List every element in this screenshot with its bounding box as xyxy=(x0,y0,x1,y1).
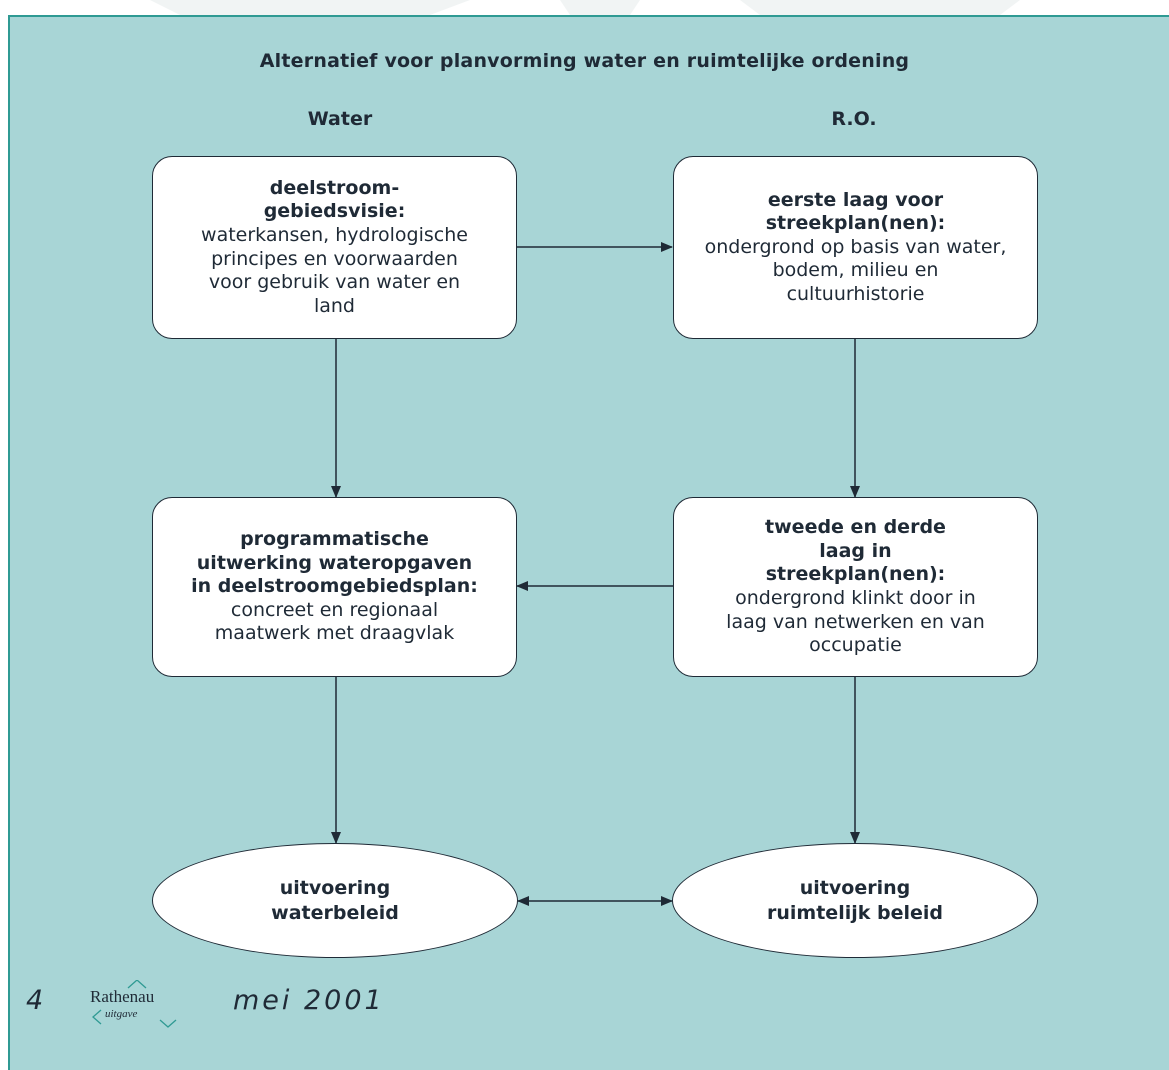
logo-chevrons-icon xyxy=(92,980,177,1028)
column-header-ro: R.O. xyxy=(831,108,877,130)
node-heading: deelstroom-gebiedsvisie: xyxy=(263,176,406,223)
node-text: ondergrond op basis van water,bodem, mil… xyxy=(704,235,1007,305)
node-deelstroomgebiedsvisie: deelstroom-gebiedsvisie: waterkansen, hy… xyxy=(152,156,517,339)
rathenau-logo: Rathenau uitgave xyxy=(88,980,188,1030)
diagram-title: Alternatief voor planvorming water en ru… xyxy=(259,50,910,72)
publication-date: mei 2001 xyxy=(233,985,385,1016)
page-number: 4 xyxy=(26,985,44,1016)
logo-subtitle: uitgave xyxy=(105,1008,138,1020)
logo-name: Rathenau xyxy=(90,987,155,1006)
column-header-water: Water xyxy=(307,108,373,130)
